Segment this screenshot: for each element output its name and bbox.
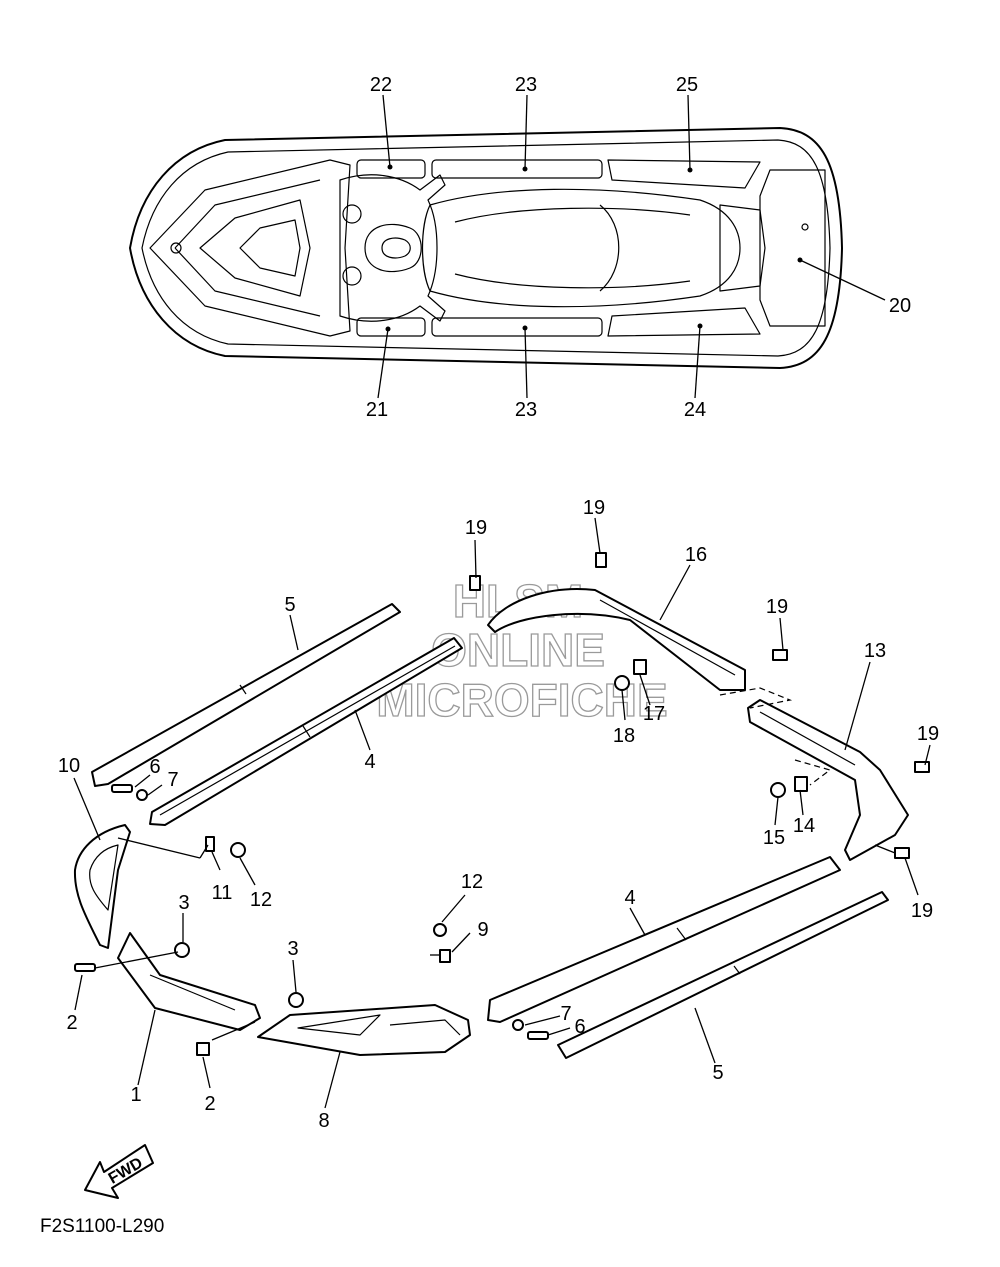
- callout-20: 20: [889, 295, 911, 317]
- callout-1: 1: [130, 1084, 141, 1106]
- bracket-part-10: [73, 824, 131, 949]
- callout-19: 19: [911, 900, 933, 922]
- callout-4: 4: [364, 751, 375, 773]
- callout-3: 3: [287, 938, 298, 960]
- callout-19: 19: [766, 596, 788, 618]
- rail-part-5-left: [91, 603, 401, 787]
- rail-part-5-right: [557, 891, 889, 1059]
- callout-5: 5: [284, 594, 295, 616]
- callout-2: 2: [66, 1012, 77, 1034]
- rear-rail-part-16: [487, 588, 746, 691]
- callout-25: 25: [676, 74, 698, 96]
- callout-10: 10: [58, 755, 80, 777]
- lower-leaders: [73, 517, 931, 1109]
- callout-17: 17: [643, 703, 665, 725]
- callout-19: 19: [917, 723, 939, 745]
- callout-11: 11: [212, 882, 233, 904]
- callout-7: 7: [167, 769, 178, 791]
- fwd-arrow: FWD: [84, 1144, 154, 1199]
- top-view-leaders: [377, 94, 886, 399]
- callout-22: 22: [370, 74, 392, 96]
- callout-18: 18: [613, 725, 635, 747]
- callout-24: 24: [684, 399, 706, 421]
- callout-15: 15: [763, 827, 785, 849]
- alignment-dashes: [719, 687, 832, 786]
- callout-21: 21: [366, 399, 388, 421]
- callout-3: 3: [178, 892, 189, 914]
- callout-23: 23: [515, 74, 537, 96]
- callout-14: 14: [793, 815, 815, 837]
- callout-9: 9: [477, 919, 488, 941]
- callout-16: 16: [685, 544, 707, 566]
- watercraft-top-view: [129, 127, 843, 369]
- callout-12: 12: [250, 889, 272, 911]
- rail-part-4-right: [487, 856, 841, 1023]
- callout-19: 19: [583, 497, 605, 519]
- callout-8: 8: [318, 1110, 329, 1132]
- side-panel-part-8: [257, 1004, 471, 1056]
- callout-7: 7: [560, 1003, 571, 1025]
- callout-6: 6: [574, 1016, 585, 1038]
- callout-6: 6: [149, 756, 160, 778]
- nose-part-1: [117, 932, 261, 1031]
- callout-5: 5: [712, 1062, 723, 1084]
- callout-23: 23: [515, 399, 537, 421]
- callout-12: 12: [461, 871, 483, 893]
- rail-part-4-left: [149, 637, 463, 826]
- rear-corner-part-13: [747, 699, 909, 861]
- callout-13: 13: [864, 640, 886, 662]
- callout-2: 2: [204, 1093, 215, 1115]
- diagram-code: F2S1100-L290: [40, 1216, 164, 1237]
- hardware: [74, 552, 930, 1056]
- callout-4: 4: [624, 887, 635, 909]
- callouts: 22 23 25 20 21 23 24 19 19 16 5 19 13 17…: [58, 74, 939, 1132]
- callout-19: 19: [465, 517, 487, 539]
